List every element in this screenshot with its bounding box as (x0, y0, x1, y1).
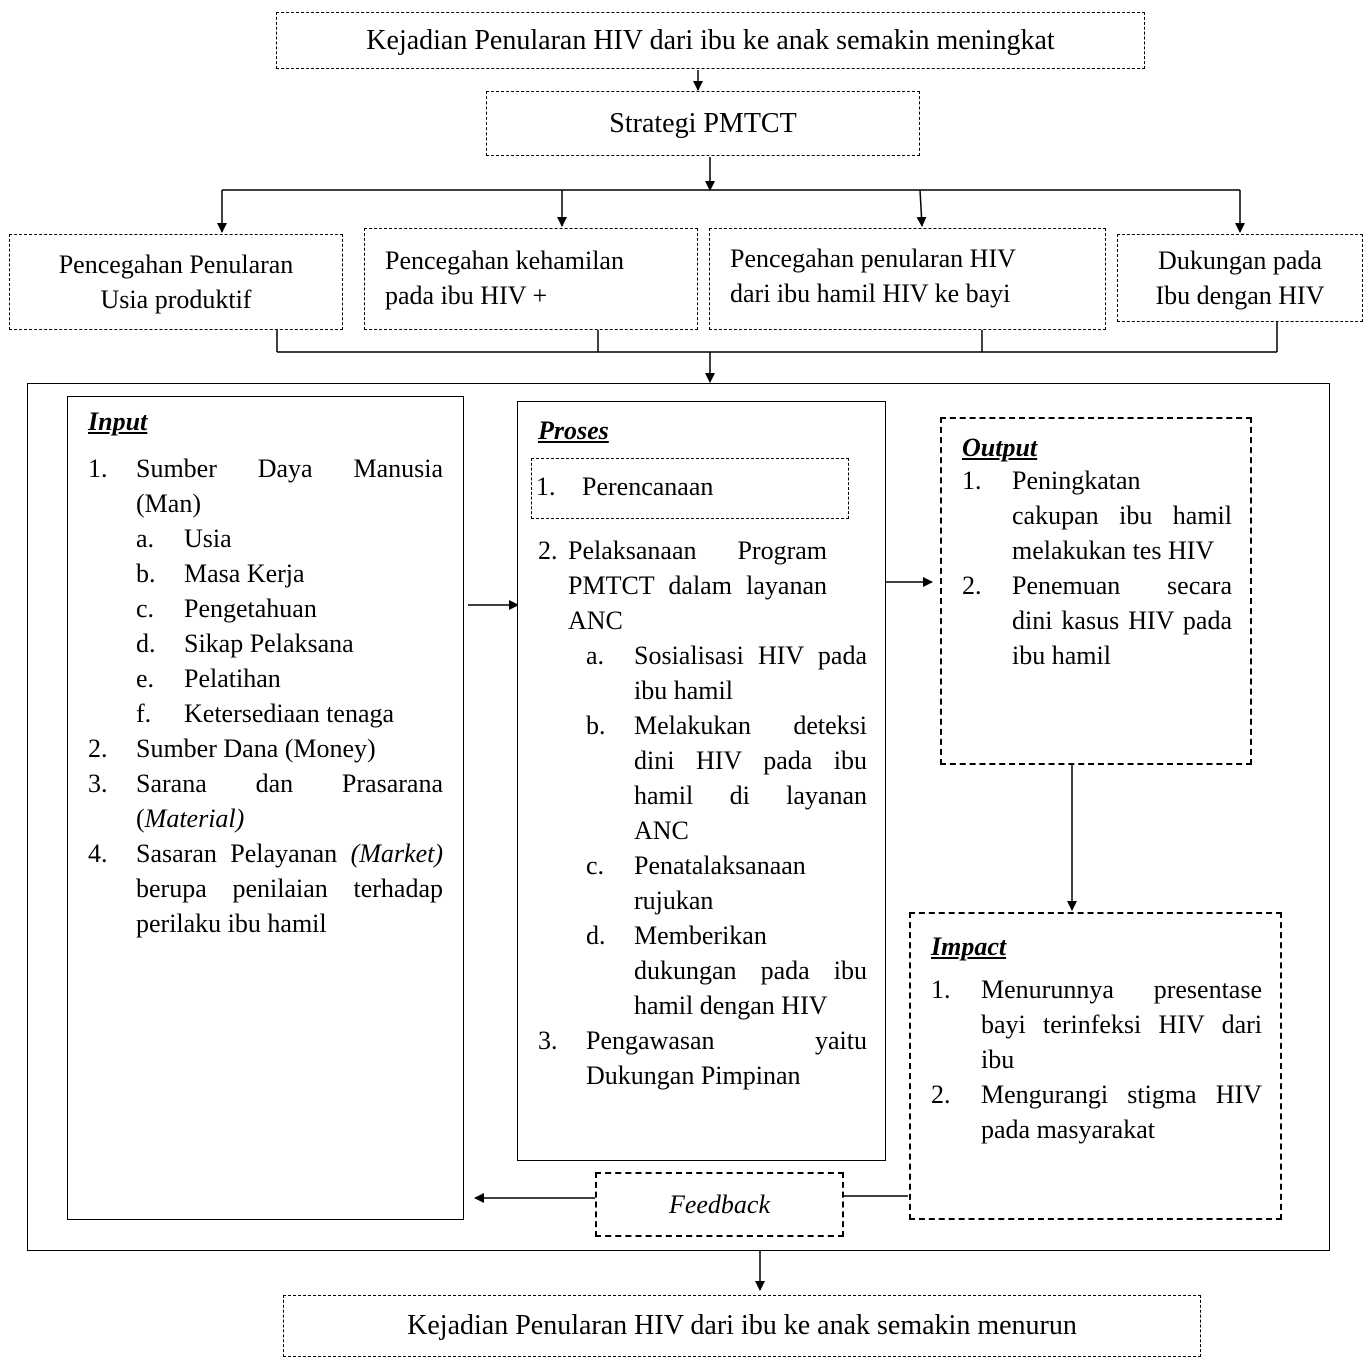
branch-2-line1: Pencegahan kehamilan (385, 246, 624, 275)
impact-box: Impact 1.Menurunnya presentase bayi teri… (909, 912, 1282, 1220)
branch-4-line2: Ibu dengan HIV (1155, 281, 1325, 310)
branch-box-4: Dukungan pada Ibu dengan HIV (1117, 234, 1363, 322)
proses-box: Proses 1.Perencanaan 2.Pelaksanaan Progr… (517, 401, 886, 1161)
list-item: a.Usia (136, 524, 232, 553)
list-item: 4.Sasaran Pelayanan (Market) berupa peni… (88, 839, 443, 938)
list-item: c.Penatalaksanaan rujukan (586, 851, 806, 915)
branch-box-2: Pencegahan kehamilan pada ibu HIV + (364, 228, 698, 330)
branch-2-line2: pada ibu HIV + (385, 281, 548, 310)
list-item: b.Masa Kerja (136, 559, 305, 588)
bottom-box-decreasing: Kejadian Penularan HIV dari ibu ke anak … (283, 1295, 1201, 1357)
branch-1-line1: Pencegahan Penularan (58, 250, 294, 279)
proses-heading: Proses (538, 416, 609, 445)
system-frame (27, 383, 1330, 1251)
feedback-box: Feedback (595, 1172, 844, 1237)
list-item: 3.Sarana dan Prasarana (Material) (88, 769, 443, 833)
branch-3-line1: Pencegahan penularan HIV (730, 244, 1016, 273)
proses-list: 2.Pelaksanaan Program PMTCT dalam layana… (538, 533, 867, 1093)
list-item: d.Sikap Pelaksana (136, 629, 354, 658)
output-heading: Output (962, 433, 1038, 462)
list-item: 2.Sumber Dana (Money) (88, 734, 376, 763)
list-item: 2.Pelaksanaan Program PMTCT dalam layana… (538, 536, 827, 635)
strategy-text: Strategi PMTCT (609, 107, 797, 139)
input-list: 1.Sumber Daya Manusia (Man) a.Usia b.Mas… (88, 451, 443, 941)
list-item: b.Melakukan deteksi dini HIV pada ibu ha… (586, 711, 867, 845)
input-box: Input 1.Sumber Daya Manusia (Man) a.Usia… (67, 396, 464, 1220)
list-item: d.Memberikan dukungan pada ibu hamil den… (586, 921, 867, 1020)
strategy-box: Strategi PMTCT (486, 91, 920, 156)
planning-box: 1.Perencanaan (531, 458, 849, 519)
output-list: 1.Peningkatan cakupan ibu hamil melakuka… (962, 463, 1232, 673)
list-item: 1.Peningkatan cakupan ibu hamil melakuka… (962, 466, 1232, 565)
bottom-box-text: Kejadian Penularan HIV dari ibu ke anak … (407, 1310, 1077, 1341)
list-item: a.Sosialisasi HIV pada ibu hamil (586, 641, 867, 705)
list-item: 2.Penemuan secara dini kasus HIV pada ib… (962, 571, 1232, 670)
impact-list: 1.Menurunnya presentase bayi terinfeksi … (931, 972, 1262, 1147)
list-item: 2.Mengurangi stigma HIV pada masyarakat (931, 1080, 1262, 1144)
list-item: 1.Perencanaan (536, 472, 714, 501)
list-item: 3.Pengawasan yaitu Dukungan Pimpinan (538, 1026, 867, 1090)
feedback-text: Feedback (668, 1190, 771, 1219)
list-item: e.Pelatihan (136, 664, 281, 693)
branch-box-3: Pencegahan penularan HIV dari ibu hamil … (709, 228, 1106, 330)
list-item: c.Pengetahuan (136, 594, 317, 623)
branch-3-line2: dari ibu hamil HIV ke bayi (730, 279, 1011, 308)
impact-heading: Impact (931, 932, 1007, 961)
top-box-increasing: Kejadian Penularan HIV dari ibu ke anak … (276, 12, 1145, 69)
list-item: 1.Menurunnya presentase bayi terinfeksi … (931, 975, 1262, 1074)
input-heading: Input (88, 407, 148, 436)
branch-box-1: Pencegahan Penularan Usia produktif (9, 234, 343, 330)
branch-1-line2: Usia produktif (100, 285, 252, 314)
output-box: Output 1.Peningkatan cakupan ibu hamil m… (940, 417, 1252, 765)
branch-4-line1: Dukungan pada (1158, 246, 1322, 275)
list-item: 1.Sumber Daya Manusia (Man) (88, 454, 443, 518)
list-item: f.Ketersediaan tenaga (136, 699, 395, 728)
top-box-text: Kejadian Penularan HIV dari ibu ke anak … (366, 24, 1055, 56)
